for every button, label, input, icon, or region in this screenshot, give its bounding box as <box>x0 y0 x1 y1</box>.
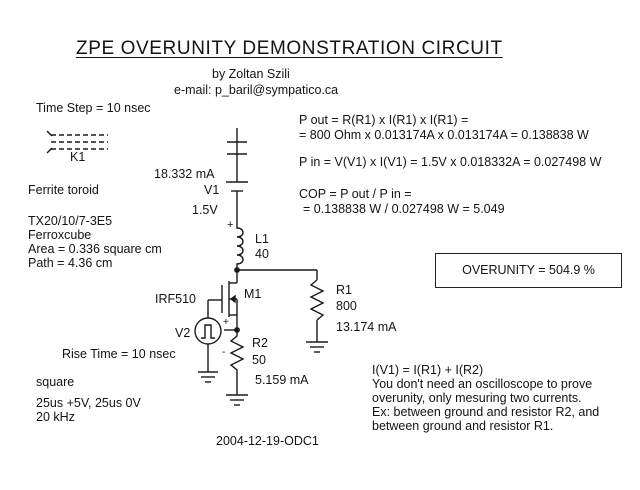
k1-coupling-symbol <box>46 130 108 154</box>
v2-levels: 25us +5V, 25us 0V <box>36 396 141 410</box>
v1-battery-symbol <box>226 128 248 222</box>
toroid-path: Path = 4.36 cm <box>28 256 113 270</box>
overunity-result: OVERUNITY = 504.9 % <box>462 263 595 277</box>
v2-plus: + <box>223 317 229 328</box>
footer-code: 2004-12-19-ODC1 <box>216 434 319 448</box>
r1-name: R1 <box>336 283 352 297</box>
v2-frequency: 20 kHz <box>36 410 75 424</box>
v1-name: V1 <box>204 183 220 197</box>
v2-wave: square <box>36 375 75 389</box>
time-step-label: Time Step = 10 nsec <box>36 101 151 115</box>
cop-equation-line2: = 0.138838 W / 0.027498 W = 5.049 <box>303 202 505 216</box>
author-line: by Zoltan Szili <box>212 67 290 81</box>
m1-part: IRF510 <box>155 292 196 306</box>
k1-label: K1 <box>70 150 86 164</box>
v2-pulse-source-symbol <box>194 317 222 383</box>
r1-current: 13.174 mA <box>336 320 397 334</box>
m1-name: M1 <box>244 287 262 301</box>
notes-line4: Ex: between ground and resistor R2, and <box>372 405 600 419</box>
v2-name: V2 <box>175 326 191 340</box>
v1-value: 1.5V <box>192 203 218 217</box>
r1-resistor-symbol <box>309 279 325 321</box>
l1-value: 40 <box>255 247 269 261</box>
v1-plus: + <box>227 219 234 231</box>
r2-resistor-symbol <box>229 330 245 395</box>
v2-rise-time: Rise Time = 10 nsec <box>62 347 176 361</box>
pin-equation: P in = V(V1) x I(V1) = 1.5V x 0.018332A … <box>299 155 602 169</box>
toroid-maker: Ferroxcube <box>28 228 92 242</box>
notes-line5: between ground and resistor R1. <box>372 419 554 433</box>
v1-current: 18.332 mA <box>154 167 215 181</box>
notes-line1: I(V1) = I(R1) + I(R2) <box>372 363 484 377</box>
toroid-type: Ferrite toroid <box>28 183 99 197</box>
v2-minus: - <box>222 347 226 358</box>
notes-line2: You don't need an oscilloscope to prove <box>372 377 593 391</box>
pout-equation-line2: = 800 Ohm x 0.013174A x 0.013174A = 0.13… <box>299 128 589 142</box>
r2-value: 50 <box>252 353 266 367</box>
l1-inductor-symbol <box>236 222 244 270</box>
l1-name: L1 <box>255 232 269 246</box>
email-line: e-mail: p_baril@sympatico.ca <box>174 83 339 97</box>
pout-equation-line1: P out = R(R1) x I(R1) x I(R1) = <box>299 113 469 127</box>
toroid-model: TX20/10/7-3E5 <box>28 214 113 228</box>
r2-current: 5.159 mA <box>255 373 309 387</box>
notes-line3: overunity, only mesuring two currents. <box>372 391 582 405</box>
r2-name: R2 <box>252 336 268 350</box>
overunity-result-box: OVERUNITY = 504.9 % <box>435 253 622 288</box>
r1-value: 800 <box>336 299 357 313</box>
m1-mosfet-symbol <box>207 270 238 330</box>
page-title: ZPE OVERUNITY DEMONSTRATION CIRCUIT <box>76 38 503 59</box>
toroid-area: Area = 0.336 square cm <box>28 242 162 256</box>
cop-equation-line1: COP = P out / P in = <box>299 187 412 201</box>
